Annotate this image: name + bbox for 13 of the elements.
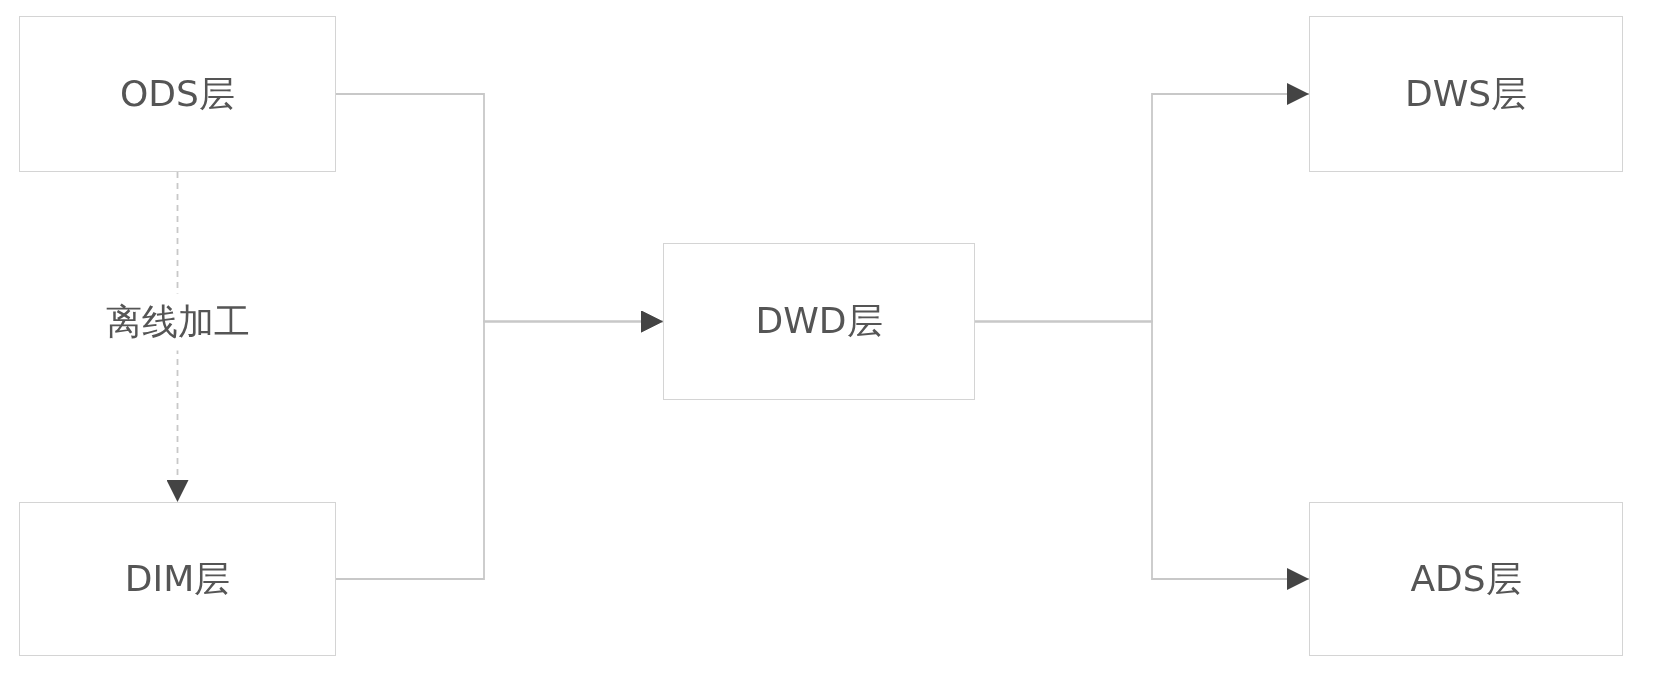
connector-arrow bbox=[335, 310, 664, 580]
layer-name: ODS层 bbox=[120, 71, 235, 116]
layer-name: DWD层 bbox=[755, 299, 883, 343]
edge-label: 离线加工 bbox=[105, 293, 250, 351]
layer-name: DWS层 bbox=[1404, 71, 1528, 116]
layer-box bbox=[19, 502, 336, 656]
layer-name: ADS层 bbox=[1410, 556, 1522, 601]
layer-box bbox=[1309, 502, 1623, 656]
connector-arrow bbox=[974, 320, 1310, 590]
layer-box bbox=[663, 243, 975, 400]
layer-box bbox=[19, 16, 336, 172]
layer-name: DIM层 bbox=[124, 556, 231, 601]
layer-box bbox=[1309, 16, 1623, 172]
